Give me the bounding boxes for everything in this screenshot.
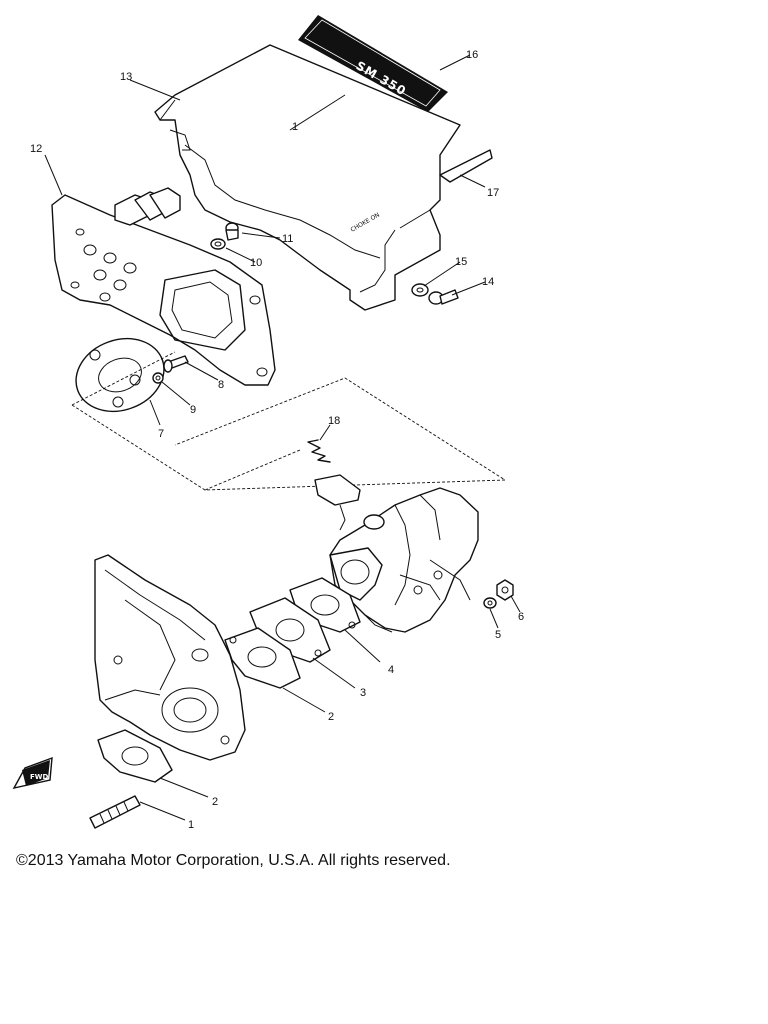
leader-lines bbox=[44, 54, 521, 821]
spring-18 bbox=[307, 439, 331, 463]
washer-5 bbox=[483, 597, 497, 609]
callout-3: 3 bbox=[360, 687, 366, 699]
parts-exploded-diagram: CHOKE ON SM 350 bbox=[12, 15, 524, 831]
callout-2b: 2 bbox=[212, 796, 218, 808]
carburetor-cover bbox=[154, 44, 493, 311]
insulator-flange bbox=[75, 337, 165, 413]
copyright-notice: ©2013 Yamaha Motor Corporation, U.S.A. A… bbox=[16, 852, 451, 869]
callout-15: 15 bbox=[455, 256, 467, 268]
air-box-body bbox=[94, 554, 246, 761]
callout-11: 11 bbox=[282, 233, 293, 245]
callout-7: 7 bbox=[158, 428, 164, 440]
nut-6 bbox=[496, 579, 514, 601]
callout-5: 5 bbox=[495, 629, 501, 641]
callout-14: 14 bbox=[482, 276, 494, 288]
callout-17: 17 bbox=[487, 187, 499, 199]
callout-1a: 1 bbox=[292, 121, 298, 133]
callout-4: 4 bbox=[388, 664, 394, 676]
callout-8: 8 bbox=[218, 379, 224, 391]
callout-16: 16 bbox=[466, 49, 478, 61]
callout-18: 18 bbox=[328, 415, 340, 427]
callout-1b: 1 bbox=[188, 819, 194, 831]
washer-15 bbox=[411, 283, 429, 297]
carburetor bbox=[314, 474, 479, 633]
callout-2a: 2 bbox=[328, 711, 334, 723]
callout-10: 10 bbox=[250, 257, 262, 269]
bolt-14 bbox=[428, 289, 459, 305]
gasket-2b bbox=[97, 729, 173, 783]
carburetor-plate bbox=[51, 187, 276, 386]
stud-1 bbox=[89, 795, 141, 829]
screw-8 bbox=[163, 355, 189, 373]
callout-6: 6 bbox=[518, 611, 524, 623]
callout-13: 13 bbox=[120, 71, 132, 83]
washer-10 bbox=[210, 238, 226, 250]
callout-12: 12 bbox=[30, 143, 42, 155]
washer-9 bbox=[152, 372, 164, 384]
gasket-2a bbox=[224, 627, 301, 689]
callout-9: 9 bbox=[190, 404, 196, 416]
assembly-dashed-outline bbox=[71, 351, 507, 491]
fwd-label: FWD bbox=[30, 773, 49, 781]
screw-11 bbox=[225, 222, 239, 241]
fwd-arrow-icon: FWD bbox=[12, 756, 53, 790]
